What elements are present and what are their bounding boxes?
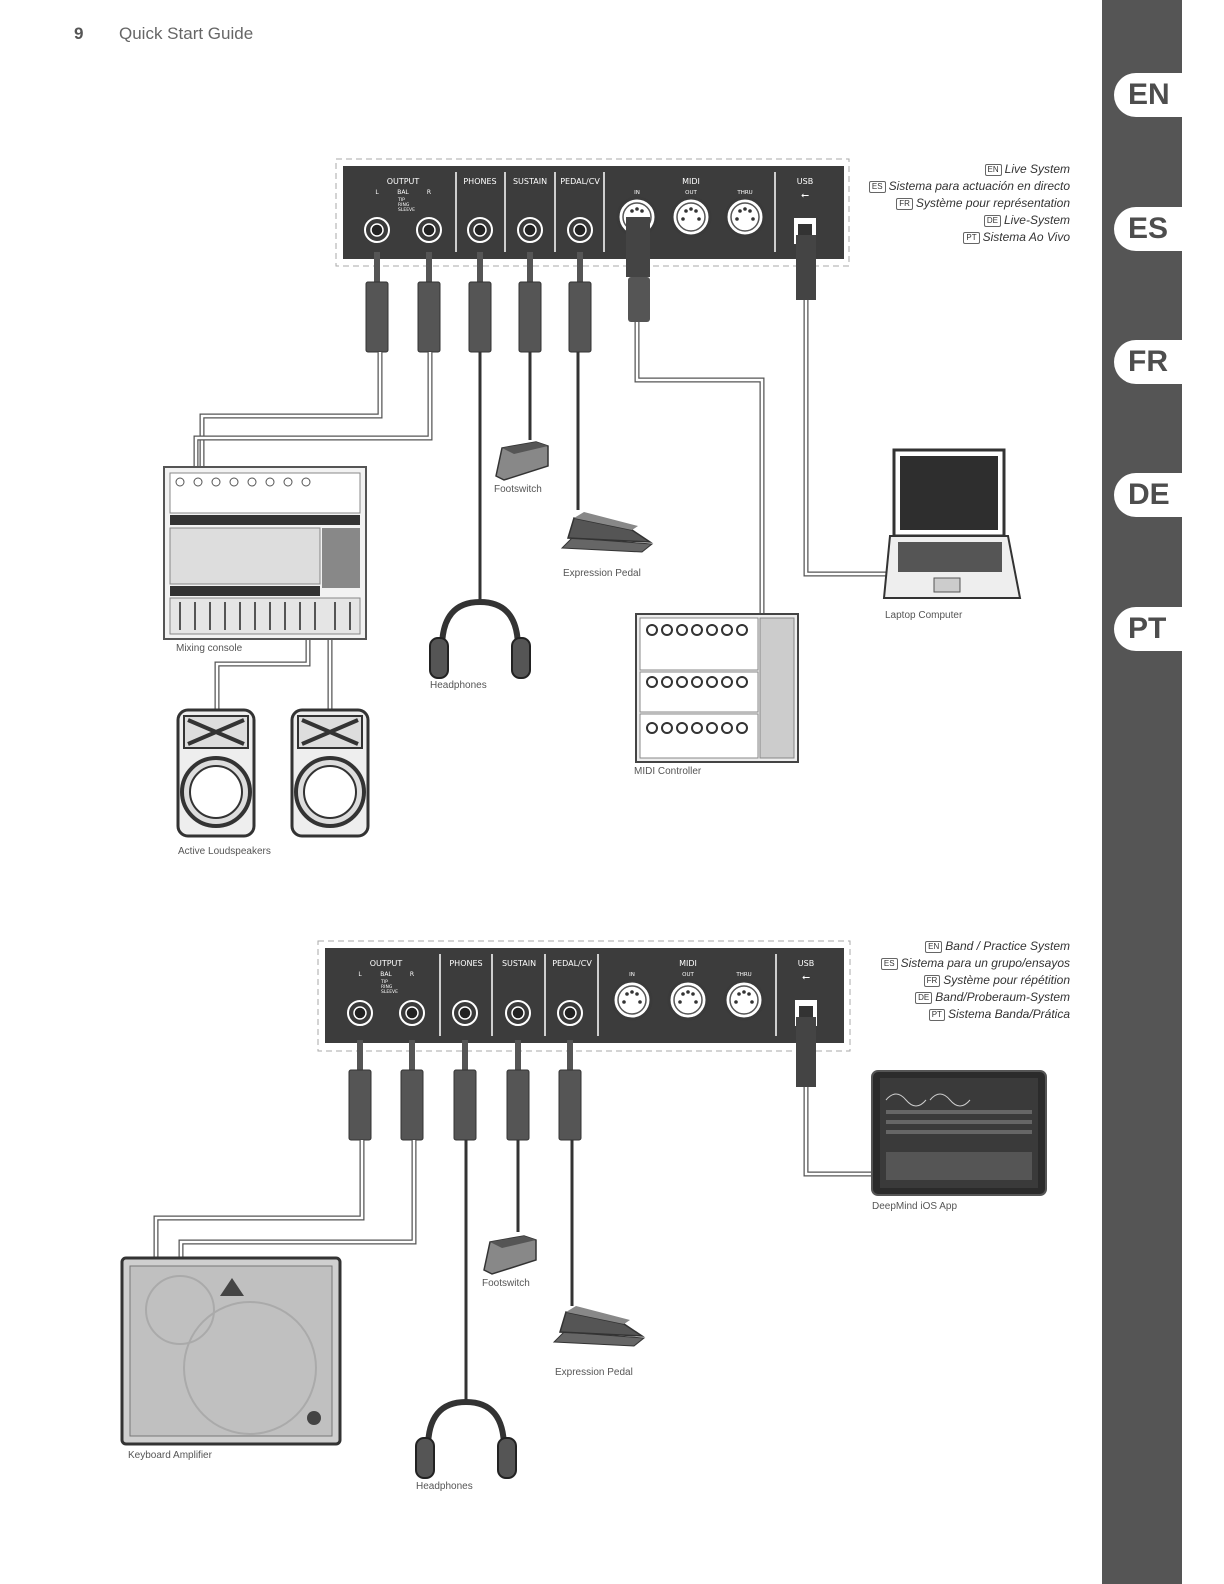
panel-label-usb-2: USB bbox=[798, 959, 814, 968]
laptop-computer bbox=[882, 448, 1022, 599]
caption-keyboard-amp: Keyboard Amplifier bbox=[128, 1450, 212, 1461]
caption-expression-pedal-top: Expression Pedal bbox=[563, 568, 641, 579]
caption-footswitch-bottom: Footswitch bbox=[482, 1278, 530, 1289]
caption-laptop: Laptop Computer bbox=[885, 610, 963, 621]
usb-icon-2: ⭠ bbox=[802, 972, 810, 983]
page-number: 9 bbox=[74, 24, 84, 43]
caption-ios-app: DeepMind iOS App bbox=[872, 1201, 958, 1212]
svg-text:L: L bbox=[375, 189, 379, 196]
panel-label-midi: MIDI bbox=[682, 177, 700, 186]
panel-label-output: OUTPUT bbox=[387, 177, 420, 186]
svg-text:THRU: THRU bbox=[735, 972, 751, 978]
language-sidebar bbox=[1102, 0, 1182, 1584]
svg-text:OUT: OUT bbox=[682, 972, 694, 978]
svg-text:BAL: BAL bbox=[380, 971, 392, 978]
caption-headphones-top: Headphones bbox=[430, 680, 487, 691]
svg-text:THRU: THRU bbox=[736, 190, 752, 196]
caption-mixing-console: Mixing console bbox=[176, 643, 243, 654]
svg-text:OUT: OUT bbox=[685, 190, 697, 196]
footswitch-bottom bbox=[483, 1235, 537, 1275]
panel-label-midi-2: MIDI bbox=[679, 959, 697, 968]
cables-bottom bbox=[153, 1017, 878, 1400]
language-tab-en[interactable]: EN bbox=[1114, 73, 1194, 117]
panel-label-pedal: PEDAL/CV bbox=[560, 177, 600, 186]
svg-text:IN: IN bbox=[634, 190, 640, 196]
svg-text:BAL: BAL bbox=[397, 189, 409, 196]
svg-text:TIP: TIP bbox=[397, 197, 405, 203]
headphones-bottom bbox=[416, 1402, 516, 1478]
panel-label-phones: PHONES bbox=[463, 177, 496, 186]
panel-label-sustain: SUSTAIN bbox=[513, 177, 547, 186]
svg-text:IN: IN bbox=[629, 972, 635, 978]
expression-pedal-bottom bbox=[553, 1305, 645, 1347]
svg-text:RING: RING bbox=[398, 202, 410, 208]
page-title: Quick Start Guide bbox=[119, 24, 254, 43]
language-tab-es[interactable]: ES bbox=[1114, 207, 1194, 251]
svg-text:R: R bbox=[427, 189, 431, 196]
rear-panel-top: OUTPUT PHONES SUSTAIN PEDAL/CV MIDI USB … bbox=[335, 158, 850, 267]
ios-tablet bbox=[871, 1070, 1047, 1196]
loudspeaker-left bbox=[176, 708, 256, 838]
panel-label-output-2: OUTPUT bbox=[370, 959, 403, 968]
panel-label-sustain-2: SUSTAIN bbox=[502, 959, 536, 968]
language-tab-fr[interactable]: FR bbox=[1114, 340, 1194, 384]
mixing-console bbox=[163, 466, 367, 640]
svg-text:SLEEVE: SLEEVE bbox=[398, 207, 415, 213]
footswitch-top bbox=[495, 441, 549, 481]
svg-text:TIP: TIP bbox=[380, 979, 388, 985]
expression-pedal-top bbox=[561, 511, 653, 553]
panel-label-usb: USB bbox=[797, 177, 813, 186]
panel-label-pedal-2: PEDAL/CV bbox=[552, 959, 592, 968]
headphones-top bbox=[430, 602, 530, 678]
language-tab-de[interactable]: DE bbox=[1114, 473, 1194, 517]
svg-text:RING: RING bbox=[381, 984, 393, 990]
caption-midi-controller: MIDI Controller bbox=[634, 766, 702, 777]
panel-label-phones-2: PHONES bbox=[449, 959, 482, 968]
svg-text:R: R bbox=[410, 971, 414, 978]
cables-top bbox=[193, 217, 890, 712]
loudspeaker-right bbox=[290, 708, 370, 838]
svg-text:L: L bbox=[358, 971, 362, 978]
keyboard-amplifier bbox=[120, 1256, 342, 1446]
svg-text:SLEEVE: SLEEVE bbox=[381, 989, 398, 995]
midi-controller bbox=[635, 613, 799, 763]
rear-panel-bottom: OUTPUT PHONES SUSTAIN PEDAL/CV MIDI USB … bbox=[317, 940, 851, 1052]
usb-icon: ⭠ bbox=[801, 190, 809, 201]
language-tab-pt[interactable]: PT bbox=[1114, 607, 1194, 651]
caption-footswitch-top: Footswitch bbox=[494, 484, 542, 495]
caption-headphones-bottom: Headphones bbox=[416, 1481, 473, 1492]
caption-loudspeakers: Active Loudspeakers bbox=[178, 846, 271, 857]
caption-expression-pedal-bottom: Expression Pedal bbox=[555, 1367, 633, 1378]
